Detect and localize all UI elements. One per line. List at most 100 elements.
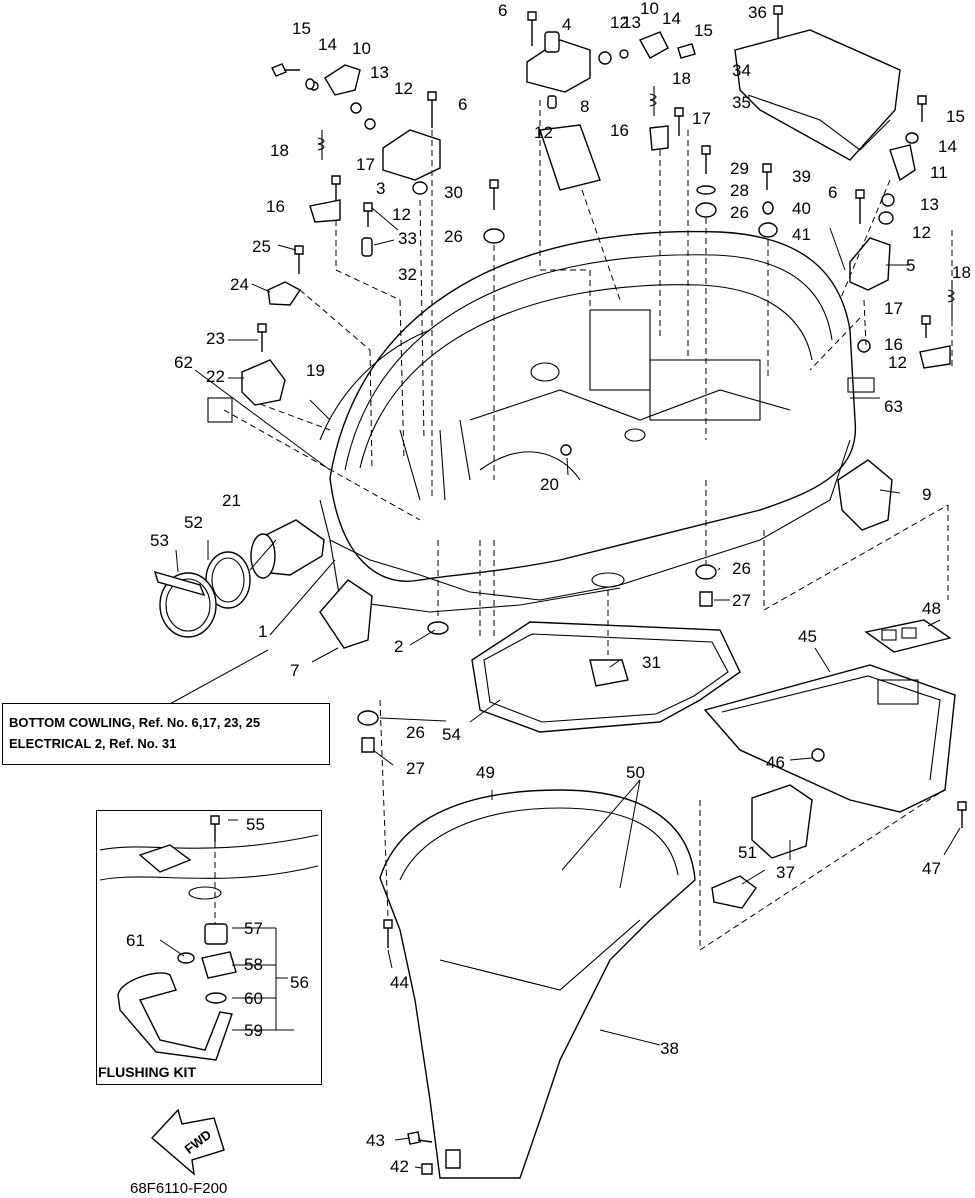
callout-52: 52 (184, 513, 203, 532)
callout-15c: 15 (946, 107, 965, 126)
side-parts (241, 29, 955, 406)
callout-53: 53 (150, 531, 169, 550)
callout-13c: 13 (622, 13, 641, 32)
callout-12f: 12 (888, 353, 907, 372)
callout-14c: 14 (938, 137, 957, 156)
callout-62: 62 (174, 353, 193, 372)
callout-57: 57 (244, 919, 263, 938)
callout-12c: 12 (534, 123, 553, 142)
callout-23: 23 (206, 329, 225, 348)
callout-5: 5 (906, 256, 915, 275)
flushing-kit-title: FLUSHING KIT (98, 1064, 196, 1080)
callout-10a: 10 (352, 39, 371, 58)
assembly-lines (214, 100, 953, 951)
label-63 (847, 377, 875, 393)
callout-42: 42 (390, 1157, 409, 1176)
callout-27b: 27 (406, 759, 425, 778)
callout-60: 60 (244, 989, 263, 1008)
callout-32: 32 (398, 265, 417, 284)
callout-59: 59 (244, 1021, 263, 1040)
callout-22: 22 (206, 367, 225, 386)
callout-48: 48 (922, 599, 941, 618)
label-62 (207, 397, 233, 423)
gasket-48 (864, 619, 952, 653)
callout-14a: 14 (318, 35, 337, 54)
bracket-parts (309, 31, 669, 191)
drawing-code: 68F6110-F200 (130, 1180, 228, 1197)
callout-15b: 15 (694, 21, 713, 40)
callout-12d: 12 (392, 205, 411, 224)
tray-45 (703, 664, 956, 813)
callout-16a: 16 (266, 197, 285, 216)
callout-13d: 13 (920, 195, 939, 214)
callout-9: 9 (922, 485, 931, 504)
callout-30: 30 (444, 183, 463, 202)
callout-45: 45 (798, 627, 817, 646)
callout-38: 38 (660, 1039, 679, 1058)
seal-54 (471, 621, 741, 733)
callout-35: 35 (732, 93, 751, 112)
callout-41: 41 (792, 225, 811, 244)
callout-4: 4 (562, 15, 571, 34)
callout-46: 46 (766, 753, 785, 772)
callout-24: 24 (230, 275, 249, 294)
seal-37 (751, 784, 813, 859)
callout-17b: 17 (692, 109, 711, 128)
callout-33: 33 (398, 229, 417, 248)
callout-44: 44 (390, 973, 409, 992)
callout-55: 55 (246, 815, 265, 834)
callout-43: 43 (366, 1131, 385, 1150)
callout-26b: 26 (730, 203, 749, 222)
callout-20: 20 (540, 475, 559, 494)
lower-apron-38 (379, 789, 696, 1179)
flushing-kit-inset (96, 810, 322, 1085)
callout-40: 40 (792, 199, 811, 218)
callout-27a: 27 (732, 591, 751, 610)
callout-14b: 14 (662, 9, 681, 28)
callout-16c: 16 (884, 335, 903, 354)
callout-3: 3 (376, 179, 385, 198)
callout-21: 21 (222, 491, 241, 510)
callout-12b: 12 (394, 79, 413, 98)
callout-6c: 6 (828, 183, 837, 202)
callout-29: 29 (730, 159, 749, 178)
callout-17a: 17 (356, 155, 375, 174)
intake-parts (153, 519, 325, 638)
callout-47: 47 (922, 859, 941, 878)
apron-19 (319, 329, 431, 441)
callout-7: 7 (290, 661, 299, 680)
bolts (210, 5, 967, 1175)
callout-39: 39 (792, 167, 811, 186)
callout-58: 58 (244, 955, 263, 974)
reference-note-box: BOTTOM COWLING, Ref. No. 6,17, 23, 25 EL… (2, 703, 330, 765)
callout-25: 25 (252, 237, 271, 256)
reference-note-line-2: ELECTRICAL 2, Ref. No. 31 (9, 736, 177, 751)
callout-49: 49 (476, 763, 495, 782)
flushing-kit (99, 834, 319, 1061)
callout-61: 61 (126, 931, 145, 950)
callout-10b: 10 (640, 0, 659, 18)
callout-8: 8 (580, 97, 589, 116)
callout-12a: 12 (610, 13, 629, 32)
leader-lines (159, 207, 961, 1169)
callout-16b: 16 (610, 121, 629, 140)
callout-11: 11 (930, 163, 948, 182)
callout-18c: 18 (952, 263, 971, 282)
bottom-cowling (319, 230, 857, 613)
callout-15a: 15 (292, 19, 311, 38)
cover-parts (319, 444, 893, 649)
callout-19: 19 (306, 361, 325, 380)
callout-6b: 6 (458, 95, 467, 114)
callout-63: 63 (884, 397, 903, 416)
callout-12e: 12 (912, 223, 931, 242)
callout-26a: 26 (444, 227, 463, 246)
callout-28: 28 (730, 181, 749, 200)
callout-6a: 6 (498, 1, 507, 20)
callout-51: 51 (738, 843, 757, 862)
callout-1: 1 (258, 622, 267, 641)
callout-36: 36 (748, 3, 767, 22)
grommet-51 (711, 875, 757, 909)
callout-50: 50 (626, 763, 645, 782)
grommets (305, 78, 919, 753)
